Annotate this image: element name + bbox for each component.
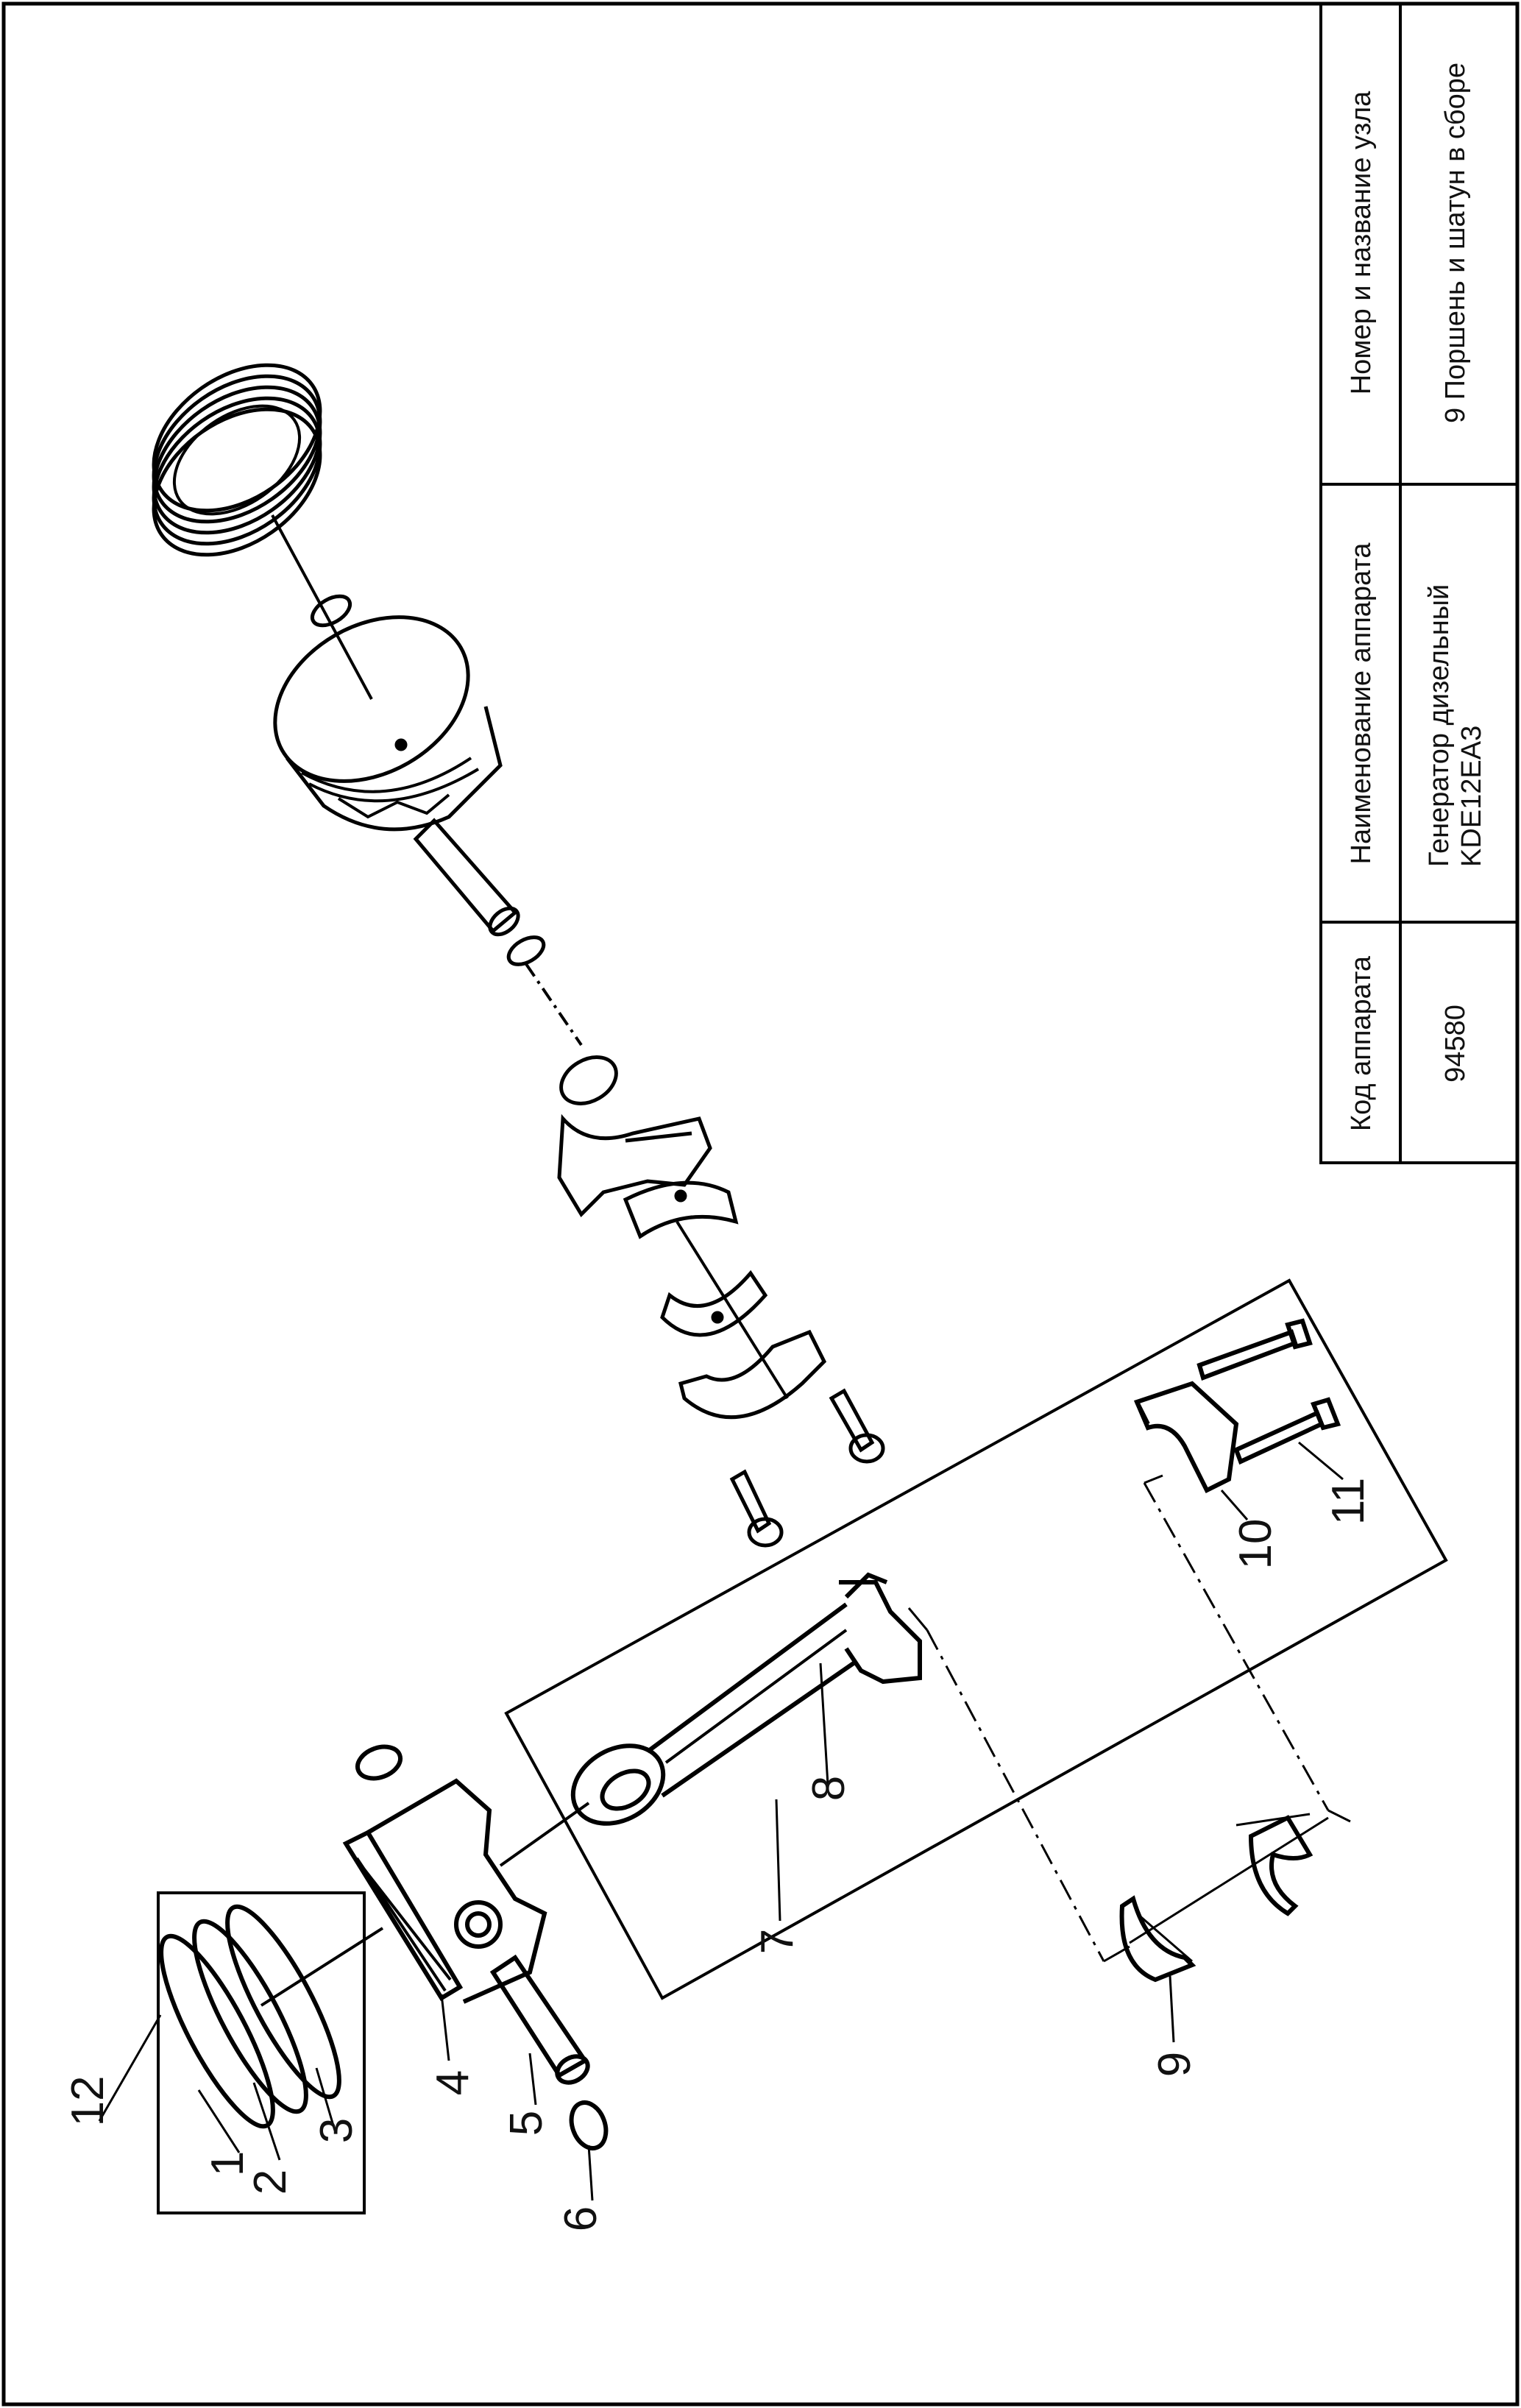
device-value-line2: KDE12EA3 — [1456, 726, 1487, 867]
circlip-top — [355, 1744, 403, 1781]
con-rod-box — [504, 1278, 1448, 2000]
piston-assembled — [273, 615, 503, 832]
callout-1: 1 — [202, 2151, 253, 2176]
alignment-lines — [926, 1482, 1330, 1962]
code-value: 94580 — [1440, 1005, 1471, 1083]
device-header: Наименование аппарата — [1346, 542, 1377, 865]
rod-cap-assembled — [678, 1329, 827, 1420]
ring-set-box — [157, 1891, 366, 2214]
callout-11: 11 — [1323, 1478, 1374, 1525]
unit-value: 9 Поршень и шатун в сборе — [1440, 63, 1471, 423]
circlip-upper — [310, 594, 352, 628]
circlip — [569, 2100, 609, 2150]
callout-10: 10 — [1230, 1519, 1281, 1570]
piston-pin-upper — [413, 818, 546, 966]
callout-3: 3 — [311, 2118, 362, 2143]
callout-8: 8 — [804, 1776, 854, 1801]
bearing-shell-upper — [623, 1180, 739, 1239]
bearing-shell-lower — [660, 1269, 768, 1337]
callout-6: 6 — [556, 2206, 606, 2231]
piston — [342, 1778, 547, 2004]
alignment-ticks — [907, 1474, 1351, 1963]
bearing-shells — [1119, 1813, 1313, 1983]
leader-lines — [98, 1441, 1344, 2201]
callout-12: 12 — [63, 2076, 113, 2127]
callout-4: 4 — [428, 2070, 478, 2095]
ring-pack-assembled — [152, 363, 322, 557]
callout-7: 7 — [752, 1929, 803, 1954]
piston-pin — [489, 1954, 590, 2085]
connecting-rod — [570, 1572, 922, 1826]
code-header: Код аппарата — [1346, 955, 1377, 1131]
cap-bolts — [1196, 1318, 1341, 1465]
title-block — [1319, 2, 1519, 1164]
device-value-line1: Генератор дизельный — [1424, 584, 1455, 867]
rod-cap — [1133, 1381, 1239, 1494]
callout-5: 5 — [501, 2111, 552, 2136]
callout-2: 2 — [245, 2170, 296, 2195]
callout-9: 9 — [1149, 2052, 1200, 2077]
con-rod-assembled — [557, 1055, 712, 1218]
cap-bolts-assembled — [729, 1388, 885, 1548]
unit-header: Номер и название узла — [1346, 91, 1377, 394]
